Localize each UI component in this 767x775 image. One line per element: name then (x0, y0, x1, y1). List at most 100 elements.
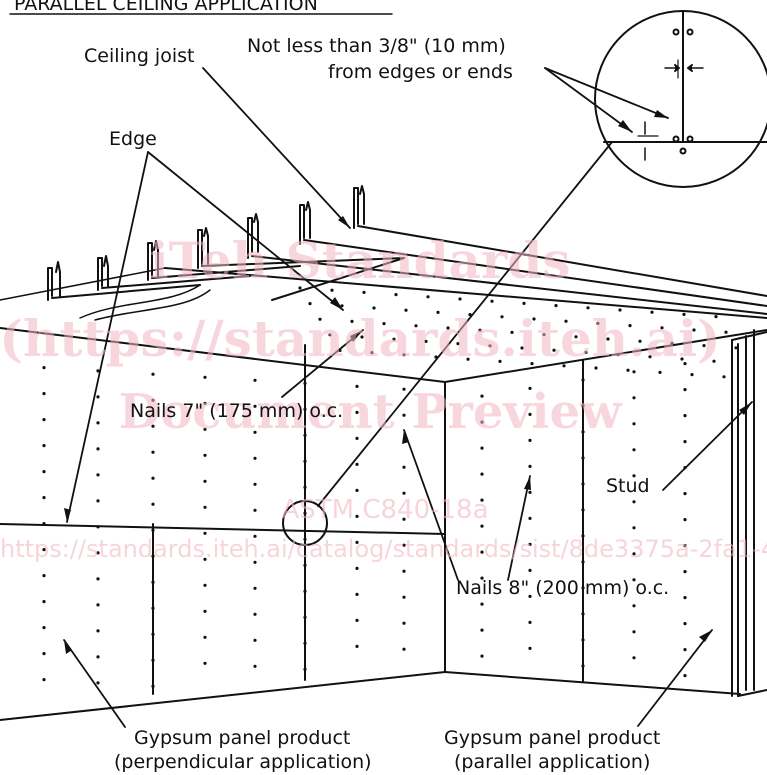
nail-dot (480, 420, 484, 424)
nail-dot (594, 366, 598, 370)
nail-dot (253, 638, 257, 642)
nail-dot (404, 308, 408, 312)
nail-dot (96, 421, 100, 425)
nail-dot (456, 342, 460, 346)
nail-dot (151, 632, 155, 636)
nail-dot (446, 326, 450, 330)
nail-dot (303, 667, 307, 671)
nail-dot (392, 337, 396, 341)
watermark: iTeh Standards (https://standards.iteh.a… (0, 231, 767, 563)
nail-dot (683, 466, 687, 470)
nail-dot (203, 427, 207, 431)
nail-dot (632, 526, 636, 530)
stud-label: Stud (606, 475, 650, 497)
nail-dot (528, 542, 532, 547)
ceiling-plane (0, 267, 767, 383)
nail-dot (303, 615, 307, 619)
nail-dot (702, 344, 706, 348)
nail-dot (683, 388, 687, 392)
nail-dot (683, 622, 687, 626)
nail-dot (528, 516, 532, 521)
watermark-line5: https://standards.iteh.ai/catalog/standa… (0, 535, 767, 563)
nail-dot (680, 357, 684, 361)
nail-dot (480, 446, 484, 450)
nail-dot (528, 620, 532, 625)
nail-dot (581, 534, 585, 538)
nail-dot (632, 578, 636, 582)
nail-dot (253, 482, 257, 486)
nail-dot (96, 655, 100, 659)
nail-dot (203, 453, 207, 457)
nail-dot (714, 315, 718, 319)
nail-dot (355, 644, 359, 649)
nail-dot (632, 422, 636, 426)
nail-dot (480, 654, 484, 658)
nail-dot (355, 618, 359, 623)
nail-dot (328, 333, 332, 337)
nail-dot (372, 306, 376, 310)
nail-dot (42, 522, 46, 526)
nail-dot (660, 326, 664, 330)
nail-dot (382, 322, 386, 326)
nail-dot (402, 543, 406, 547)
nail-dot (436, 310, 440, 314)
nail-dot (520, 346, 524, 350)
nail-dot (96, 551, 100, 555)
perpendicular-label-line1: Gypsum panel product (134, 727, 350, 749)
nail-dot (355, 592, 359, 597)
parallel-label-line1: Gypsum panel product (444, 727, 660, 749)
nail-dot (618, 308, 622, 312)
nail-dot (683, 414, 687, 418)
nail-dot (370, 351, 374, 355)
nail-dot (96, 447, 100, 451)
nail-dot (683, 674, 687, 678)
nail-dot (498, 359, 502, 363)
nail-dot (683, 440, 687, 444)
nail-dot (151, 684, 155, 688)
nail-dot (480, 524, 484, 528)
nail-dot (394, 293, 398, 297)
nail-dot (528, 386, 532, 390)
nail-dot (402, 621, 406, 625)
nail-dot (253, 456, 257, 460)
nail-dot (424, 339, 428, 343)
nail-dot (522, 301, 526, 305)
nail-dot (468, 313, 472, 317)
nail-dot (626, 368, 630, 372)
page-title: PARALLEL CEILING APPLICATION (14, 0, 318, 15)
nail-dot (402, 439, 406, 443)
nail-dot (355, 540, 359, 545)
nail-dot (96, 577, 100, 581)
nail-dot (480, 472, 484, 476)
nail-dot (581, 404, 585, 408)
nail-dot (96, 395, 100, 399)
nail-dot (616, 353, 620, 357)
nail-dot (581, 638, 585, 642)
nail-dot (402, 491, 406, 495)
nail-dot (690, 373, 694, 377)
nail-dot (564, 319, 568, 323)
nail-dot (42, 496, 46, 500)
nail-dot (528, 438, 532, 442)
nail-dot (303, 563, 307, 567)
clearance-label-line2: from edges or ends (328, 61, 513, 83)
nail-dot (712, 359, 716, 363)
nail-dot (650, 310, 654, 314)
clearance-label-line1: Not less than 3/8" (10 mm) (247, 35, 506, 57)
nail-dot (528, 490, 532, 494)
nail-dot (402, 353, 406, 357)
nail-dot (303, 407, 307, 411)
nail-dot (480, 576, 484, 580)
nail-dot (151, 476, 155, 480)
nail-dot (253, 612, 257, 616)
nail-dot (402, 413, 406, 417)
nail-dot (42, 470, 46, 474)
nail-dot (42, 418, 46, 422)
nail-dot (632, 552, 636, 556)
nail-dot (480, 602, 484, 606)
nail-dot (318, 317, 322, 321)
perpendicular-label-line2: (perpendicular application) (114, 751, 372, 773)
leader-lines (63, 67, 753, 728)
nail-dot (355, 566, 359, 571)
nail-dot (554, 304, 558, 308)
